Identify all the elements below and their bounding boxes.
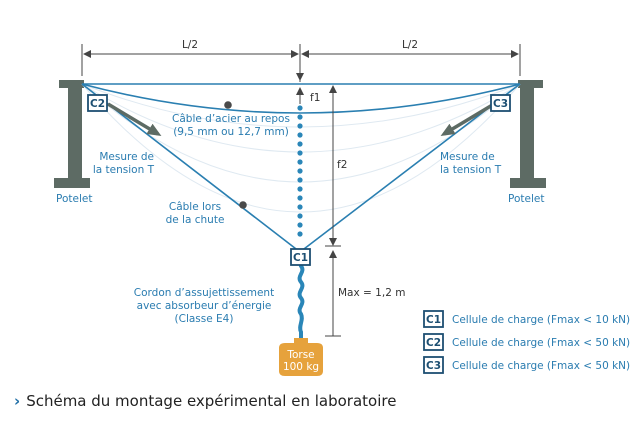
tension-left-label-line2: la tension T <box>93 164 155 176</box>
steel-cable-at-rest <box>81 83 521 114</box>
c1-label: C1 <box>293 252 308 264</box>
legend: C1 Cellule de charge (Fmax < 10 kN) C2 C… <box>423 310 630 374</box>
intermediate-cable-curves <box>81 83 521 213</box>
fall-cable-pointer-dot <box>239 201 247 209</box>
right-post <box>510 80 546 188</box>
torso-label-line1: Torse <box>286 349 314 361</box>
post-left-label: Potelet <box>56 193 92 205</box>
c2-label: C2 <box>90 98 105 110</box>
legend-text-c3: Cellule de charge (Fmax < 50 kN) <box>452 360 630 372</box>
steel-cable-label-line2: (9,5 mm ou 12,7 mm) <box>173 126 289 138</box>
lanyard-label-line2: avec absorbeur d’énergie <box>137 300 272 312</box>
max-drop-dimension <box>325 250 341 337</box>
max-drop-label: Max = 1,2 m <box>338 287 405 299</box>
tension-left-label-line1: Mesure de <box>99 151 154 163</box>
legend-code-c2: C2 <box>426 337 441 349</box>
steel-cable-label-line1: Câble d’acier au repos <box>172 113 290 125</box>
torso-label-line2: 100 kg <box>283 361 319 373</box>
load-cell-c2: C2 <box>87 94 108 112</box>
f2-dimension <box>325 85 341 247</box>
legend-text-c1: Cellule de charge (Fmax < 10 kN) <box>452 314 630 326</box>
fall-cable-label-line2: de la chute <box>166 214 225 226</box>
torso-weight <box>279 338 323 376</box>
c3-label: C3 <box>493 98 508 110</box>
tension-right-label-line1: Mesure de <box>440 151 495 163</box>
post-right-label: Potelet <box>508 193 544 205</box>
dotted-drop-line <box>297 105 303 237</box>
half-span-left-label: L/2 <box>182 39 198 51</box>
f1-label: f1 <box>310 92 320 104</box>
legend-item-c1: C1 Cellule de charge (Fmax < 10 kN) <box>423 310 630 328</box>
tension-right-label-line2: la tension T <box>440 164 502 176</box>
steel-cable-pointer-dot <box>224 101 232 109</box>
tension-arrow-left <box>107 102 162 137</box>
chevron-right-icon: › <box>14 392 21 410</box>
fall-cable-label-line1: Câble lors <box>169 201 221 213</box>
tension-arrow-right <box>440 102 495 137</box>
half-span-right-label: L/2 <box>402 39 418 51</box>
legend-text-c2: Cellule de charge (Fmax < 50 kN) <box>452 337 630 349</box>
lanyard <box>297 264 305 346</box>
load-cell-c1: C1 <box>290 248 311 266</box>
f2-label: f2 <box>337 159 347 171</box>
span-dimension <box>81 44 521 82</box>
legend-item-c2: C2 Cellule de charge (Fmax < 50 kN) <box>423 333 630 351</box>
legend-item-c3: C3 Cellule de charge (Fmax < 50 kN) <box>423 356 630 374</box>
load-cell-c3: C3 <box>490 94 511 112</box>
figure-caption: › Schéma du montage expérimental en labor… <box>14 392 396 410</box>
legend-code-c3: C3 <box>426 360 441 372</box>
caption-text: Schéma du montage expérimental en labora… <box>26 392 397 410</box>
lanyard-label-line1: Cordon d’assujettissement <box>134 287 274 299</box>
left-post <box>54 80 90 188</box>
legend-code-c1: C1 <box>426 314 441 326</box>
lanyard-label-line3: (Classe E4) <box>175 313 234 325</box>
